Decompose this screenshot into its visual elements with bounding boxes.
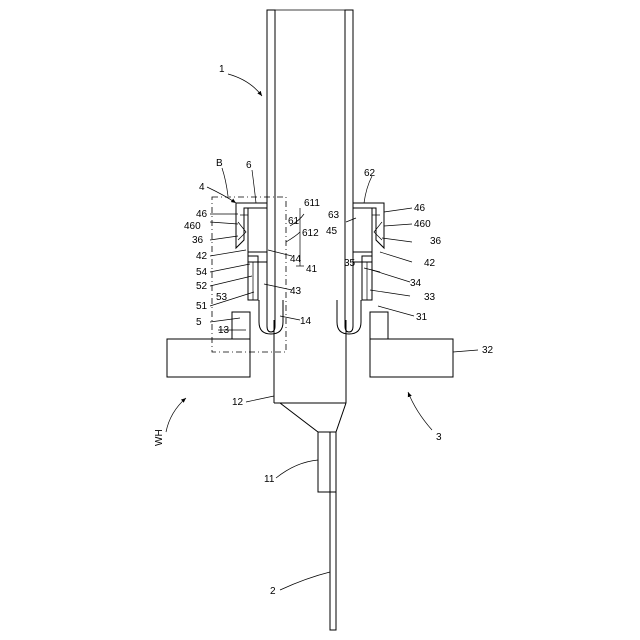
label-46-left: 46 [196, 209, 208, 220]
label-13: 13 [218, 325, 230, 336]
label-42-right: 42 [424, 258, 436, 269]
label-35: 35 [344, 258, 356, 269]
label-36-left: 36 [192, 235, 204, 246]
left-seal-assembly [236, 203, 267, 300]
label-54-left: 54 [196, 267, 208, 278]
label-14: 14 [300, 316, 312, 327]
label-5: 5 [196, 317, 202, 328]
shaft-12 [274, 320, 346, 432]
right-seal-assembly [353, 203, 384, 300]
tube-1 [259, 10, 361, 334]
label-2: 2 [270, 586, 276, 597]
label-41: 41 [306, 264, 318, 275]
leader-lines [166, 74, 478, 590]
label-45: 45 [326, 226, 338, 237]
label-51: 51 [196, 301, 208, 312]
label-11: 11 [264, 474, 275, 485]
label-1: 1 [219, 64, 225, 75]
label-46-right: 46 [414, 203, 426, 214]
label-52: 52 [196, 281, 208, 292]
label-b: B [216, 158, 223, 169]
label-33: 33 [424, 292, 436, 303]
label-12: 12 [232, 397, 244, 408]
label-53: 53 [216, 292, 228, 303]
label-4: 4 [199, 182, 205, 193]
label-32: 32 [482, 345, 494, 356]
label-36-right: 36 [430, 236, 442, 247]
label-3: 3 [436, 432, 442, 443]
label-460-left: 460 [184, 221, 201, 232]
tab-11 [318, 432, 336, 492]
label-43: 43 [290, 286, 302, 297]
label-31: 31 [416, 312, 428, 323]
label-42-left: 42 [196, 251, 208, 262]
label-44: 44 [290, 254, 302, 265]
label-61: 61 [288, 216, 300, 227]
label-63: 63 [328, 210, 340, 221]
lead-2 [330, 432, 336, 630]
label-6: 6 [246, 160, 252, 171]
label-612: 612 [302, 228, 319, 239]
reference-numerals: 1 B 6 4 46 460 36 42 54 52 53 51 5 13 61… [154, 64, 494, 597]
label-wh: WH [154, 429, 165, 446]
label-460-right: 460 [414, 219, 431, 230]
label-62: 62 [364, 168, 376, 179]
label-34: 34 [410, 278, 422, 289]
label-611: 611 [304, 198, 320, 209]
